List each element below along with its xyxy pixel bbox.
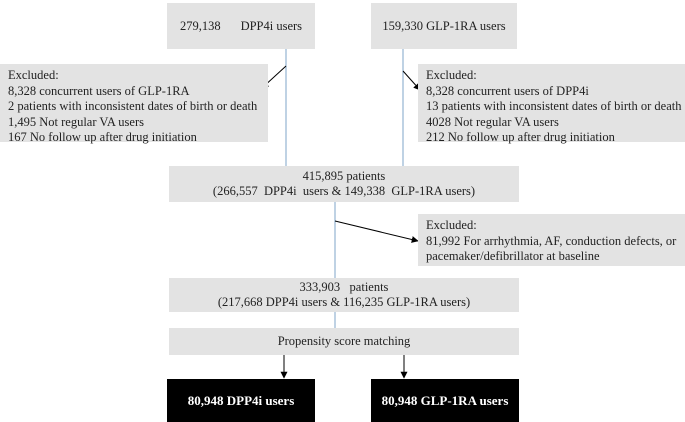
- propensity-matching-label: Propensity score matching: [277, 334, 411, 348]
- excluded-right-item: 212 No follow up after drug initiation: [426, 130, 615, 144]
- final-dpp4-box: 80,948 DPP4i users: [167, 379, 315, 422]
- excluded-left-item: 8,328 concurrent users of GLP-1RA: [8, 83, 190, 98]
- arrow-to-excluded-mid: [334, 220, 419, 243]
- final-glp1-label: 80,948 GLP-1RA users: [381, 392, 509, 408]
- dpp4-label: DPP4i users: [240, 18, 303, 33]
- final-cohort-box: 333,903 patients (217,668 DPP4i users & …: [169, 278, 519, 312]
- final-cohort-breakdown: (217,668 DPP4i users & 116,235 GLP-1RA u…: [217, 295, 471, 309]
- dpp4-users-box: 279,138 DPP4i users: [167, 3, 315, 49]
- excluded-mid-item: pacemaker/defibrillator at baseline: [426, 249, 600, 263]
- excluded-left-item: 2 patients with inconsistent dates of bi…: [8, 99, 258, 113]
- excluded-mid-box: Excluded: 81,992 For arrhythmia, AF, con…: [418, 214, 685, 266]
- excluded-right-item: 4028 Not regular VA users: [426, 114, 559, 129]
- combined-patients-box: 415,895 patients (266,557 DPP4i users & …: [169, 166, 519, 202]
- arrow-to-excluded-right: [402, 70, 421, 91]
- glp1-label: 159,330 GLP-1RA users: [382, 18, 506, 33]
- final-cohort-total: 333,903 patients: [299, 279, 389, 294]
- dpp4-count: 279,138: [179, 18, 221, 33]
- final-glp1-box: 80,948 GLP-1RA users: [371, 379, 519, 422]
- propensity-matching-box: Propensity score matching: [169, 328, 519, 355]
- excluded-right-title: Excluded:: [426, 68, 477, 82]
- excluded-right-item: 13 patients with inconsistent dates of b…: [426, 99, 682, 113]
- combined-breakdown: (266,557 DPP4i users & 149,338 GLP-1RA u…: [212, 184, 476, 198]
- excluded-right-item: 8,328 concurrent users of DPP4i: [426, 83, 589, 98]
- final-dpp4-label: 80,948 DPP4i users: [187, 392, 295, 408]
- excluded-left-box: Excluded: 8,328 concurrent users of GLP-…: [0, 64, 268, 144]
- excluded-right-box: Excluded: 8,328 concurrent users of DPP4…: [418, 64, 685, 144]
- excluded-left-title: Excluded:: [8, 68, 59, 82]
- excluded-mid-title: Excluded:: [426, 218, 477, 232]
- combined-total: 415,895 patients: [302, 168, 386, 183]
- excluded-left-item: 167 No follow up after drug initiation: [8, 130, 197, 144]
- excluded-mid-item: 81,992 For arrhythmia, AF, conduction de…: [426, 233, 677, 248]
- glp1-users-box: 159,330 GLP-1RA users: [371, 3, 517, 49]
- excluded-left-item: 1,495 Not regular VA users: [8, 114, 144, 129]
